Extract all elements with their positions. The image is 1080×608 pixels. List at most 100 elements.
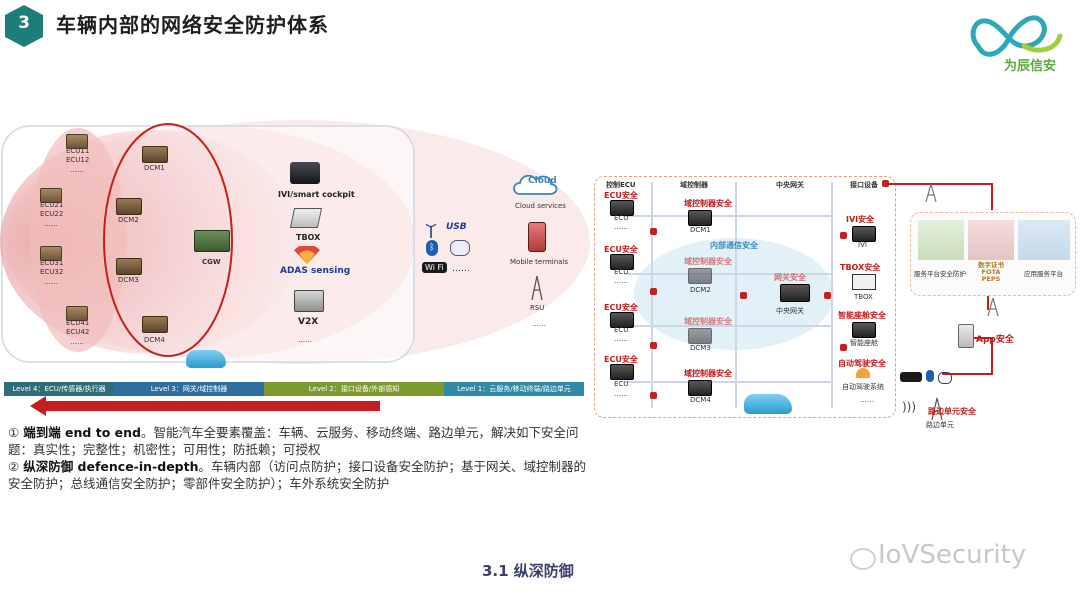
wechat-icon: [850, 548, 876, 570]
point-title: 端到端 end to end: [23, 425, 141, 440]
radar-icon: [856, 368, 870, 378]
ecu-label: ECU22: [40, 210, 64, 218]
mobile-icon: [528, 222, 546, 252]
dcm-device: [688, 268, 712, 284]
adas-label: 自动驾驶系统: [842, 383, 884, 391]
bluetooth-icon: [926, 370, 934, 382]
bluetooth-icon: ᛒ: [426, 240, 438, 256]
gateway-security-label: 网关安全: [774, 273, 806, 282]
column-header-domain: 域控制器: [680, 181, 708, 189]
ecu-label: ECU41: [66, 319, 90, 327]
dcm-label: DCM1: [690, 226, 711, 234]
dcm-label: DCM2: [118, 216, 139, 224]
lock-icon: [650, 342, 657, 349]
ecu-label: ECU11: [66, 147, 90, 155]
ecu-chip: [66, 134, 88, 149]
signal-waves-icon: ))): [902, 400, 917, 414]
watermark: IoVSecurity: [878, 540, 1027, 570]
ecu-label: ECU31: [40, 259, 64, 267]
wifi-icon: [900, 372, 922, 382]
vehicle-bus-lines: [624, 182, 834, 408]
level3-bar: Level 3：网关/域控制器: [114, 382, 264, 396]
ellipsis: ……: [70, 338, 84, 346]
antenna-icon: [987, 297, 999, 316]
usb-label: USB: [446, 222, 467, 232]
ecu-chip: [40, 246, 62, 261]
section-number: 3: [18, 13, 30, 33]
interfaces-more: ……: [298, 336, 312, 344]
car-icon: [744, 394, 792, 414]
gateway-domain-ring: [103, 123, 233, 357]
dcm-chip: [116, 258, 142, 275]
cert-item: 数字证书: [978, 261, 1004, 269]
domain-security-label: 域控制器安全: [684, 199, 732, 208]
rsu-label: RSU: [530, 304, 545, 312]
lock-icon: [740, 292, 747, 299]
dcm-label: DCM4: [144, 336, 165, 344]
lock-icon: [650, 228, 657, 235]
cert-servers: [968, 220, 1014, 260]
ellipsis: ……: [44, 278, 58, 286]
ellipsis: ……: [614, 223, 628, 231]
interface-more: ……: [860, 396, 874, 404]
domain-security-label: 域控制器安全: [684, 369, 732, 378]
nfc-icon: [938, 372, 952, 384]
column-header-gateway: 中央网关: [776, 181, 804, 189]
level4-zone: [30, 128, 126, 352]
ecu-chip: [66, 306, 88, 321]
lock-icon: [882, 180, 889, 187]
dcm-label: DCM2: [690, 286, 711, 294]
car-icon: [186, 350, 226, 368]
ivi-security-label: IVI安全: [846, 215, 875, 224]
ecu-label: ECU: [614, 214, 629, 222]
ellipsis: ……: [44, 220, 58, 228]
level2-bar: Level 2：接口设备/外部感知: [264, 382, 444, 396]
lock-icon: [650, 392, 657, 399]
tbox-device: [289, 208, 323, 228]
brand-name: 为辰信安: [1004, 58, 1056, 74]
nfc-icon: [450, 240, 470, 256]
rsu-antenna-icon: [531, 275, 543, 300]
cloud-services-label: Cloud services: [515, 202, 566, 210]
ecu-label: ECU21: [40, 201, 64, 209]
antenna-icon: [425, 223, 437, 238]
ivi-device: [290, 162, 320, 184]
dcm-chip: [142, 316, 168, 333]
ecu-chip: [40, 188, 62, 203]
service-platform-label: 服务平台安全防护: [914, 270, 966, 278]
point-title: 纵深防御 defence-in-depth: [23, 459, 199, 474]
ellipsis: ……: [614, 335, 628, 343]
antenna-icon: [925, 183, 937, 202]
ecu-label: ECU: [614, 268, 629, 276]
gateway-device: [780, 284, 810, 302]
point-body: 。车辆内部（访问点防护；接口设备安全防护；基于网关、域控制器的安全防护；总线通信…: [8, 459, 587, 491]
v2x-label: V2X: [298, 317, 319, 327]
ivi-label: IVI: [858, 241, 867, 249]
external-ellipsis: ……: [452, 264, 470, 274]
brand-logo: 为辰信安: [970, 15, 1063, 74]
ecu-label: ECU32: [40, 268, 64, 276]
gateway-module: [194, 230, 230, 252]
ecu-security-label: ECU安全: [604, 355, 638, 364]
dcm-device: [688, 380, 712, 396]
dcm-label: DCM4: [690, 396, 711, 404]
ecu-label: ECU: [614, 326, 629, 334]
cert-item: FOTA: [981, 268, 1001, 276]
tbox-device: [852, 274, 876, 290]
gateway-label: 中央网关: [776, 307, 804, 315]
cgw-label: CGW: [202, 258, 221, 266]
ellipsis: ……: [614, 390, 628, 398]
ecu-device: [610, 254, 634, 270]
cloud-word: Cloud: [528, 176, 557, 186]
adas-security-label: 自动驾驶安全: [838, 359, 886, 368]
dcm-label: DCM3: [690, 344, 711, 352]
level4-bar: Level 4：ECU/传感器/执行器: [4, 382, 114, 396]
domain-security-label: 域控制器安全: [684, 257, 732, 266]
radar-icon: [294, 246, 320, 264]
ecu-device: [610, 200, 634, 216]
tbox-security-label: TBOX安全: [840, 263, 881, 272]
level1-bar: Level 1：云服务/移动终端/路边单元: [444, 382, 584, 396]
point-number: ①: [8, 425, 20, 440]
column-header-interface: 接口设备: [850, 181, 878, 189]
ecu-label: ECU42: [66, 328, 90, 336]
